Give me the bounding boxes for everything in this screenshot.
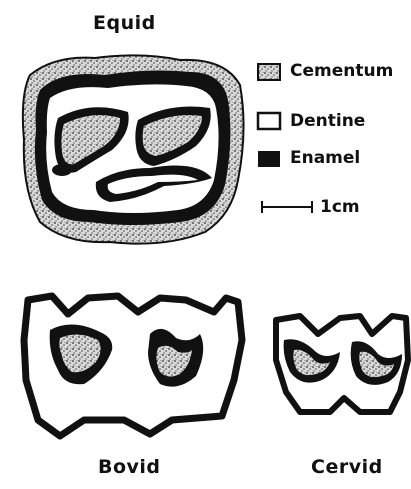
cementum-swatch — [258, 64, 280, 80]
equid-tooth — [23, 55, 244, 243]
equid-islet — [52, 164, 72, 176]
cervid-title: Cervid — [311, 456, 383, 478]
bovid-tooth — [24, 296, 242, 436]
bovid-title: Bovid — [98, 456, 161, 478]
legend-label-cementum: Cementum — [290, 61, 393, 81]
legend-label-enamel: Enamel — [290, 148, 360, 168]
legend-label-dentine: Dentine — [290, 111, 365, 131]
cervid-tooth — [276, 316, 408, 412]
enamel-swatch — [258, 151, 280, 167]
legend-swatches — [258, 64, 312, 213]
equid-title: Equid — [93, 12, 156, 34]
scale-label: 1cm — [320, 197, 360, 217]
dentine-swatch — [258, 113, 280, 129]
scale-bar — [262, 201, 312, 213]
